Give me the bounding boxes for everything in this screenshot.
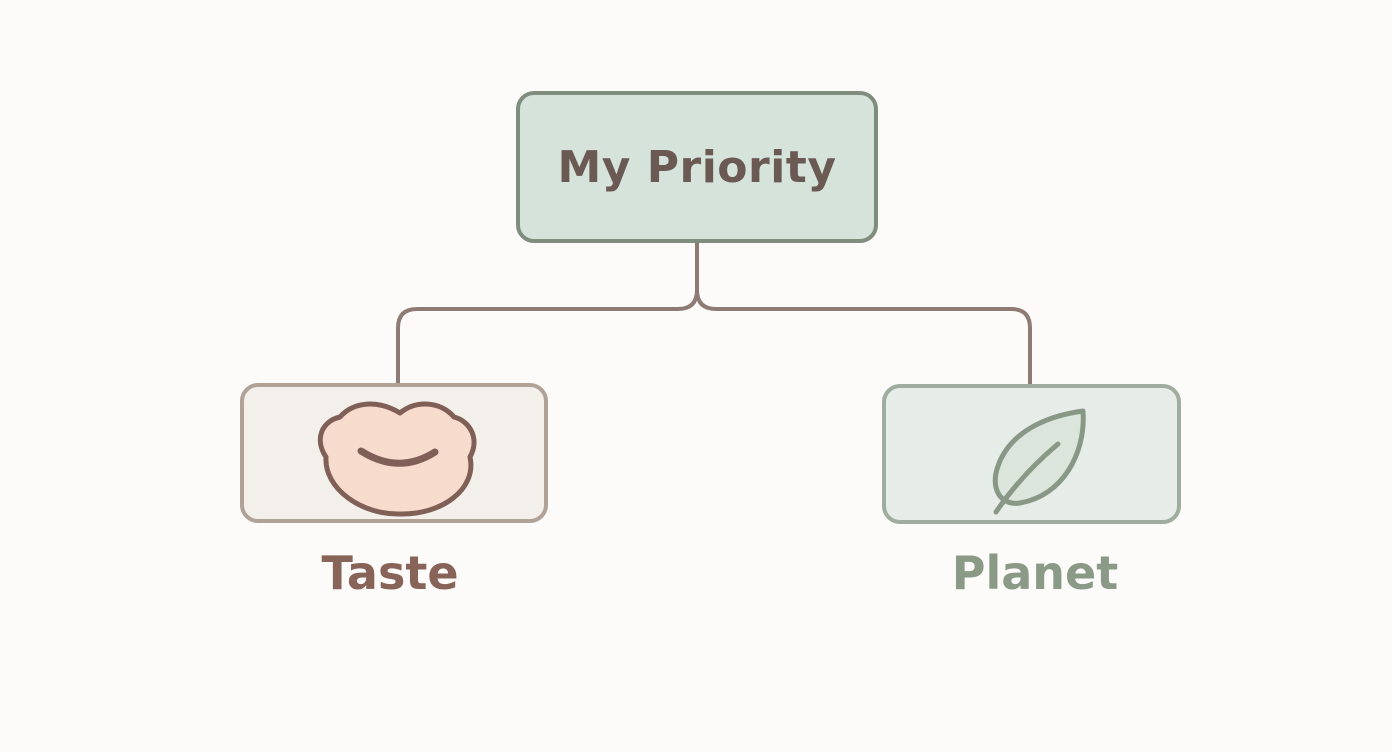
child-node-planet bbox=[882, 384, 1181, 524]
leaf-icon bbox=[992, 408, 1086, 515]
connector-to-planet bbox=[695, 288, 1032, 386]
child-label-planet: Planet bbox=[951, 546, 1119, 600]
root-node-label: My Priority bbox=[557, 141, 837, 193]
child-node-taste bbox=[240, 383, 548, 523]
root-node-my-priority: My Priority bbox=[516, 91, 878, 243]
child-label-taste: Taste bbox=[321, 546, 459, 600]
lips-icon bbox=[317, 401, 477, 517]
connector-root-stem bbox=[396, 241, 699, 385]
